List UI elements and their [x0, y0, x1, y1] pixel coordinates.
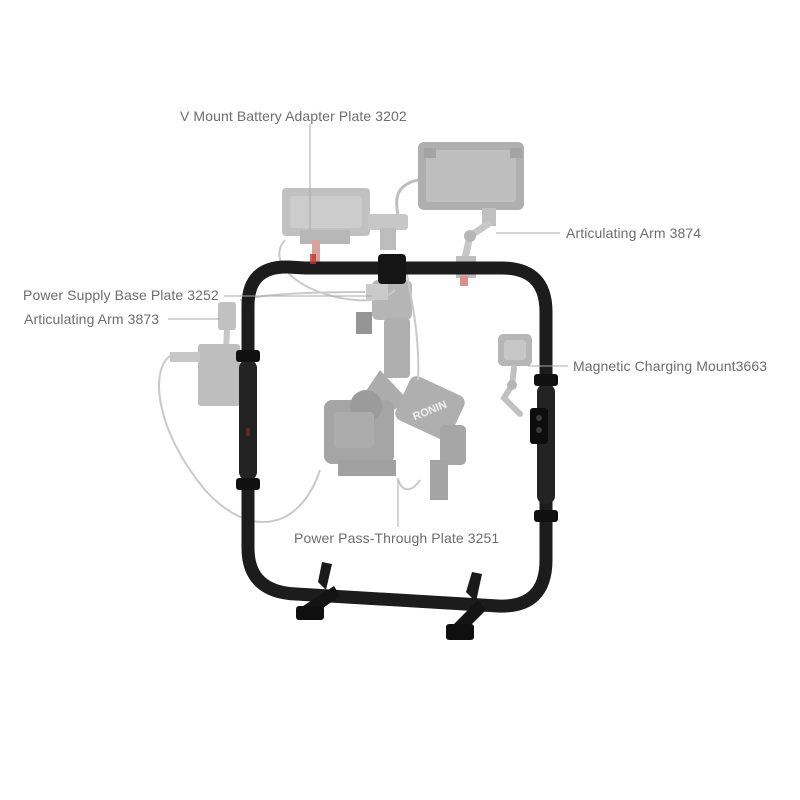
right-foot-stand — [446, 572, 486, 640]
callout-power-passthrough-plate: Power Pass-Through Plate 3251 — [294, 530, 500, 546]
callout-power-supply-base-plate: Power Supply Base Plate 3252 — [23, 287, 219, 303]
left-foot-stand — [296, 562, 340, 620]
vmount-battery-plate-image — [282, 188, 370, 266]
callout-articulating-arm-3873: Articulating Arm 3873 — [24, 311, 160, 327]
ring-frame-tube — [241, 260, 553, 613]
top-handle-image — [368, 214, 408, 250]
callout-vmount-battery-adapter-plate: V Mount Battery Adapter Plate 3202 — [180, 108, 407, 124]
top-center-clamp — [378, 254, 406, 284]
monitor-image — [395, 142, 524, 216]
callout-magnetic-charging-mount: Magnetic Charging Mount3663 — [573, 358, 768, 374]
ring-frame — [236, 254, 558, 640]
leader-lines — [168, 124, 568, 527]
articulating-arm-3873-image — [170, 302, 240, 406]
left-grip — [239, 360, 257, 480]
control-pad — [530, 408, 548, 444]
ghosted-accessories: RONIN — [158, 142, 532, 524]
magnetic-charging-mount-image — [498, 334, 532, 417]
gimbal-body-image: RONIN — [356, 280, 466, 500]
camera-image — [324, 390, 396, 476]
callout-articulating-arm-3874: Articulating Arm 3874 — [566, 225, 702, 241]
